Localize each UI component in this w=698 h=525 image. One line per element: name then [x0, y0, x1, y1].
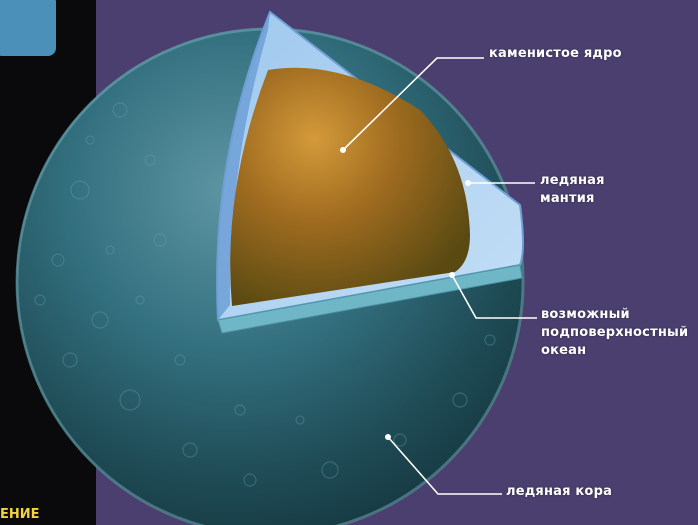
label-mantle: ледяная мантия [540, 172, 605, 208]
mantle-dot [465, 180, 471, 186]
label-crust: ледяная кора [506, 483, 612, 501]
ocean-dot [449, 272, 455, 278]
core-dot [340, 147, 346, 153]
cropped-heading-fragment: ЕНИЕ [0, 505, 70, 525]
label-ocean: возможный подповерхностный океан [541, 306, 688, 360]
crust-dot [385, 434, 391, 440]
corner-tile [0, 0, 56, 56]
label-core: каменистое ядро [489, 45, 622, 63]
